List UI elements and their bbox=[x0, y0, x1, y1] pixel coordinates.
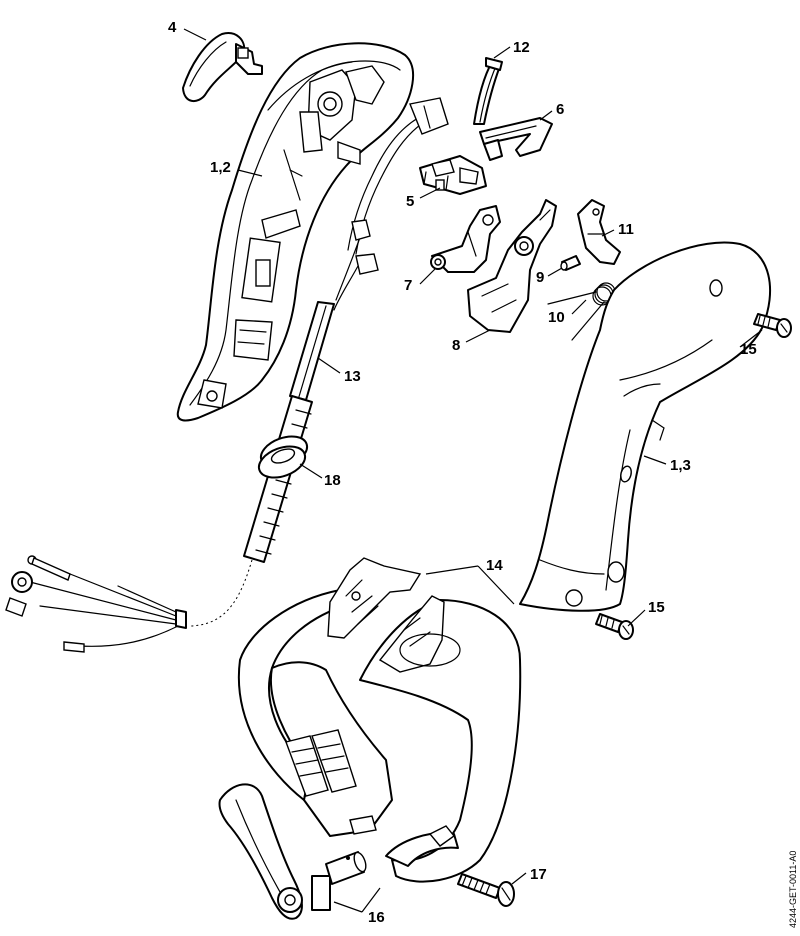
part-1-2-handle-half bbox=[176, 42, 414, 422]
leader-lines bbox=[183, 28, 763, 913]
part-15-screw-lower bbox=[595, 613, 634, 640]
part-13-wiring-harness bbox=[289, 97, 449, 401]
callout-12: 12 bbox=[513, 39, 530, 56]
callout-18: 18 bbox=[324, 472, 341, 489]
part-4-lever bbox=[182, 32, 263, 102]
document-id: 4244-GET-0011-A0 bbox=[788, 851, 798, 928]
callout-13: 13 bbox=[344, 368, 361, 385]
part-5-switch bbox=[419, 155, 487, 195]
callout-15-lower: 15 bbox=[648, 599, 665, 616]
callout-15-upper: 15 bbox=[740, 341, 757, 358]
callout-16: 16 bbox=[368, 909, 385, 926]
part-14-housing-right bbox=[359, 595, 522, 883]
part-8-throttle-trigger bbox=[467, 199, 557, 333]
callout-4: 4 bbox=[168, 19, 177, 36]
part-7-link-plate bbox=[430, 205, 501, 273]
callout-labels: 4 12 6 1,2 5 11 7 9 10 8 15 13 1,3 18 14… bbox=[168, 19, 757, 926]
part-9-pin bbox=[560, 255, 581, 271]
part-10-torsion-spring bbox=[547, 282, 616, 341]
part-11-latch bbox=[577, 199, 621, 265]
part-18-grommet-and-conduit bbox=[189, 395, 313, 627]
part-15-screw-upper bbox=[753, 313, 792, 338]
callout-6: 6 bbox=[556, 101, 564, 118]
part-6-u-bracket bbox=[479, 117, 553, 161]
callout-5: 5 bbox=[406, 193, 414, 210]
loose-cable-ends bbox=[5, 555, 187, 653]
callout-14: 14 bbox=[486, 557, 503, 574]
part-14-housing-left bbox=[237, 557, 422, 837]
callout-11: 11 bbox=[618, 221, 634, 238]
callout-10: 10 bbox=[548, 309, 565, 326]
callout-17: 17 bbox=[530, 866, 547, 883]
part-1-3-handle-half bbox=[519, 241, 772, 612]
callout-1-2: 1,2 bbox=[210, 159, 231, 176]
callout-7: 7 bbox=[404, 277, 412, 294]
part-17-screw bbox=[457, 873, 515, 907]
part-12-spring-clip bbox=[473, 57, 503, 125]
callout-9: 9 bbox=[536, 269, 544, 286]
callout-1-3: 1,3 bbox=[670, 457, 691, 474]
callout-8: 8 bbox=[452, 337, 460, 354]
part-16-lever-and-pin bbox=[218, 783, 367, 920]
